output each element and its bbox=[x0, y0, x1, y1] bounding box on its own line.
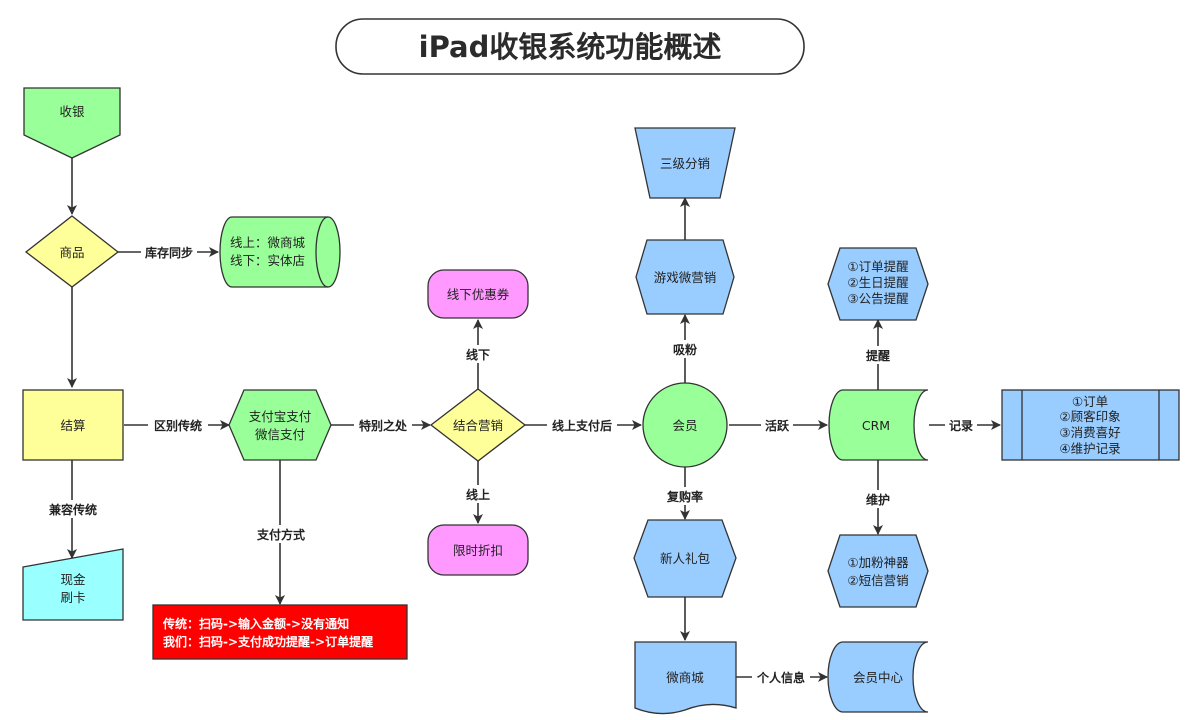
label-active: 活跃 bbox=[761, 416, 793, 434]
node-tri[interactable]: 三级分销 bbox=[634, 127, 736, 199]
node-maintain-1: ①加粉神器 bbox=[847, 555, 909, 570]
label-stock-sync: 库存同步 bbox=[141, 243, 197, 261]
node-record-3: ③消费喜好 bbox=[1059, 425, 1120, 440]
node-record-4: ④维护记录 bbox=[1059, 441, 1120, 456]
node-pay-note-line-2: 我们：扫码->支付成功提醒->订单提醒 bbox=[163, 634, 373, 649]
node-remind-2: ②生日提醒 bbox=[847, 275, 909, 290]
label-after-pay-text: 线上支付后 bbox=[552, 418, 612, 433]
node-crm[interactable]: CRM bbox=[828, 389, 929, 461]
label-stock-sync-text: 库存同步 bbox=[145, 245, 193, 260]
label-attract: 吸粉 bbox=[669, 340, 701, 358]
label-record: 记录 bbox=[945, 416, 977, 434]
node-weishop-label: 微商城 bbox=[666, 670, 704, 685]
label-compatible-text: 兼容传统 bbox=[48, 502, 97, 517]
label-special: 特别之处 bbox=[354, 416, 412, 434]
label-special-text: 特别之处 bbox=[359, 418, 408, 433]
node-payment-label-1: 支付宝支付 bbox=[249, 409, 312, 424]
label-maintain: 维护 bbox=[862, 490, 894, 508]
node-payment-label-2: 微信支付 bbox=[255, 427, 305, 442]
node-marketing[interactable]: 结合营销 bbox=[429, 388, 527, 462]
node-record-2: ②顾客印象 bbox=[1059, 409, 1120, 424]
node-maintain-2: ②短信营销 bbox=[847, 573, 908, 588]
label-pay-method-text: 支付方式 bbox=[256, 527, 305, 542]
node-marketing-label: 结合营销 bbox=[453, 418, 503, 433]
node-goods[interactable]: 商品 bbox=[24, 215, 120, 288]
label-personal-info: 个人信息 bbox=[752, 668, 810, 686]
node-gift[interactable]: 新人礼包 bbox=[633, 519, 737, 598]
node-remind[interactable]: ①订单提醒 ②生日提醒 ③公告提醒 bbox=[827, 247, 929, 321]
node-coupon-label: 线下优惠券 bbox=[447, 287, 510, 302]
node-tri-label: 三级分销 bbox=[660, 156, 710, 171]
label-remind: 提醒 bbox=[862, 346, 894, 364]
node-member[interactable]: 会员 bbox=[642, 382, 728, 468]
node-discount-label: 限时折扣 bbox=[453, 543, 503, 558]
node-stores[interactable]: 线上：微商城 线下：实体店 bbox=[219, 216, 341, 288]
node-stores-label-2: 线下：实体店 bbox=[230, 253, 305, 268]
page-title: iPad收银系统功能概述 bbox=[335, 18, 805, 75]
label-personal-info-text: 个人信息 bbox=[756, 670, 805, 685]
label-distinguish: 区别传统 bbox=[148, 416, 208, 434]
node-goods-label: 商品 bbox=[59, 245, 84, 260]
label-online-text: 线上 bbox=[466, 487, 490, 502]
label-maintain-text: 维护 bbox=[866, 492, 890, 507]
edge-labels: 库存同步 区别传统 兼容传统 支付方式 特别之处 线下 线上 线上支付后 bbox=[44, 243, 977, 686]
node-cashier[interactable]: 收银 bbox=[23, 87, 121, 159]
node-settle-label: 结算 bbox=[60, 418, 85, 433]
node-remind-3: ③公告提醒 bbox=[847, 291, 909, 306]
label-attract-text: 吸粉 bbox=[673, 342, 697, 357]
node-remind-1: ①订单提醒 bbox=[847, 259, 909, 274]
label-offline: 线下 bbox=[462, 345, 494, 363]
label-after-pay: 线上支付后 bbox=[547, 416, 617, 434]
label-remind-text: 提醒 bbox=[866, 348, 890, 363]
label-offline-text: 线下 bbox=[466, 347, 490, 362]
node-game-label: 游戏微营销 bbox=[654, 270, 717, 285]
label-online: 线上 bbox=[462, 485, 494, 503]
label-repurchase-text: 复购率 bbox=[666, 489, 703, 504]
label-distinguish-text: 区别传统 bbox=[154, 418, 202, 433]
label-record-text: 记录 bbox=[949, 419, 973, 433]
title-text: iPad收银系统功能概述 bbox=[419, 30, 722, 64]
node-weishop[interactable]: 微商城 bbox=[634, 641, 737, 715]
node-payment[interactable]: 支付宝支付 微信支付 bbox=[228, 389, 332, 461]
label-pay-method: 支付方式 bbox=[252, 525, 310, 543]
node-member-label: 会员 bbox=[672, 418, 697, 433]
node-cashier-label: 收银 bbox=[59, 104, 85, 119]
label-active-text: 活跃 bbox=[765, 418, 790, 433]
node-gift-label: 新人礼包 bbox=[660, 551, 710, 566]
node-member-center[interactable]: 会员中心 bbox=[827, 641, 929, 713]
label-compatible: 兼容传统 bbox=[44, 500, 102, 518]
node-crm-label: CRM bbox=[862, 418, 890, 433]
label-repurchase: 复购率 bbox=[662, 487, 708, 505]
node-member-center-label: 会员中心 bbox=[853, 670, 904, 685]
node-settle[interactable]: 结算 bbox=[22, 389, 124, 461]
node-pay-note-line-1: 传统：扫码->输入金额->没有通知 bbox=[162, 616, 349, 631]
node-game[interactable]: 游戏微营销 bbox=[635, 239, 735, 315]
node-cash-label-1: 现金 bbox=[60, 572, 86, 587]
node-discount[interactable]: 限时折扣 bbox=[427, 524, 529, 576]
node-coupon[interactable]: 线下优惠券 bbox=[427, 269, 529, 319]
node-cash-label-2: 刷卡 bbox=[60, 590, 85, 605]
node-stores-label-1: 线上：微商城 bbox=[230, 235, 306, 250]
node-pay-note[interactable]: 传统：扫码->输入金额->没有通知 我们：扫码->支付成功提醒->订单提醒 bbox=[152, 604, 408, 660]
node-maintain[interactable]: ①加粉神器 ②短信营销 bbox=[827, 534, 929, 608]
node-record-1: ①订单 bbox=[1072, 394, 1108, 409]
node-cash[interactable]: 现金 刷卡 bbox=[22, 548, 124, 621]
node-record[interactable]: ①订单 ②顾客印象 ③消费喜好 ④维护记录 bbox=[1001, 389, 1180, 461]
